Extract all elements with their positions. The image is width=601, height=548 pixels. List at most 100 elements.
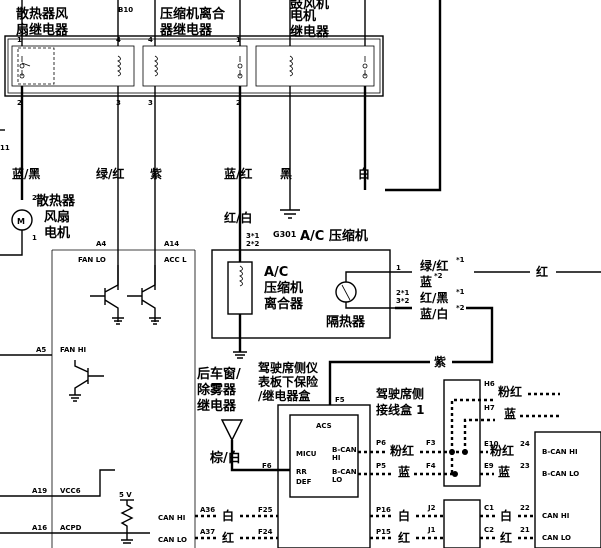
pin-24: 24 bbox=[520, 440, 530, 448]
junction-label-2: 接线盒 1 bbox=[376, 402, 425, 417]
f4: F4 bbox=[426, 462, 436, 470]
pcm-a5: A5 bbox=[36, 346, 46, 354]
ground-label: G301 bbox=[273, 230, 297, 239]
wire-white-2: 白 bbox=[222, 508, 234, 523]
micu-acs: ACS bbox=[316, 422, 332, 430]
fan-motor bbox=[0, 209, 33, 256]
transistor-acc-l bbox=[127, 265, 161, 325]
compressor-label: A/C 压缩机 bbox=[300, 228, 368, 244]
fan-motor-label-2: 风扇 bbox=[44, 209, 70, 225]
j1: J1 bbox=[427, 526, 436, 534]
micu-def: DEF bbox=[296, 478, 312, 486]
transistor-fan-hi bbox=[69, 360, 104, 402]
wire-blue-a: 蓝 bbox=[420, 274, 432, 289]
pcm-fan-lo: FAN LO bbox=[78, 256, 106, 264]
pcm-vcc6: VCC6 bbox=[60, 487, 81, 495]
micu-bcan-lo-1: B-CAN bbox=[332, 468, 357, 476]
blower-relay-label-2: 电机 bbox=[290, 8, 316, 24]
wire-pink-red-2: 粉红 bbox=[498, 384, 522, 399]
micu-box bbox=[289, 414, 359, 498]
fan-relay-label-2: 扇继电器 bbox=[16, 22, 69, 38]
transistor-fan-lo bbox=[90, 265, 124, 325]
wire-pink-red-1: 粉红 bbox=[390, 443, 414, 458]
wire-blue-white: 蓝/白 bbox=[420, 306, 448, 321]
pin-4-b: 4 bbox=[148, 36, 153, 44]
comp-relay-label-1: 压缩机离合 bbox=[160, 6, 226, 22]
motor-pin-2: 2 bbox=[32, 194, 37, 202]
wire-red-4: 红 bbox=[500, 530, 512, 545]
sup-2-a: *2 bbox=[434, 272, 443, 280]
comp-pin-3-sup: 3*2 bbox=[396, 297, 410, 305]
pull-up-resistor bbox=[120, 499, 134, 533]
wire-blue-red: 蓝/红 bbox=[224, 166, 252, 181]
wire-red-black: 红/黑 bbox=[420, 290, 448, 305]
j2: J2 bbox=[427, 504, 436, 512]
blower-relay bbox=[255, 45, 375, 87]
fan-relay-label-1: 散热器风 bbox=[16, 6, 68, 22]
micu-bcan-lo-2: LO bbox=[332, 476, 342, 484]
wire-red: 红 bbox=[536, 264, 548, 279]
fuse-box-label-1: 驾驶席侧仪 bbox=[257, 360, 319, 375]
micu-f5: F5 bbox=[335, 396, 345, 404]
wire-purple: 紫 bbox=[150, 166, 162, 181]
wire-white-4: 白 bbox=[500, 508, 512, 523]
wire-blue-b: 蓝 bbox=[398, 464, 410, 479]
wire-blue-d: 蓝 bbox=[498, 464, 510, 479]
pcm-pin-11: 11 bbox=[0, 144, 10, 152]
e10: E10 bbox=[484, 440, 499, 448]
clutch-coil-box bbox=[227, 261, 253, 315]
pin-2-sup: 2*2 bbox=[246, 240, 260, 248]
sup-1-b: *1 bbox=[456, 288, 465, 296]
f24: F24 bbox=[258, 528, 273, 536]
pcm-a16: A16 bbox=[32, 524, 47, 532]
motor-symbol: M bbox=[17, 217, 25, 226]
pin-2-b: 2 bbox=[236, 99, 241, 107]
wire-green-red: 绿/红 bbox=[96, 166, 124, 181]
p6: P6 bbox=[376, 439, 386, 447]
junction-label-1: 驾驶席侧 bbox=[375, 386, 424, 401]
pcm-acc-l: ACC L bbox=[164, 256, 187, 264]
clutch-label-3: 离合器 bbox=[264, 296, 304, 312]
pcm-5v: 5 V bbox=[119, 491, 132, 499]
pin-22: 22 bbox=[520, 504, 530, 512]
motor-pin-1: 1 bbox=[32, 234, 37, 242]
thermal-label: 隔热器 bbox=[326, 314, 366, 330]
micu-bcan-hi-2: HI bbox=[332, 454, 340, 462]
wire-red-3: 红 bbox=[398, 530, 410, 545]
wire-purple-2: 紫 bbox=[434, 354, 446, 369]
fan-relay-code: B10 bbox=[118, 6, 133, 14]
pcm-a36: A36 bbox=[200, 506, 215, 514]
compressor-relay bbox=[142, 45, 248, 87]
sup-1-a: *1 bbox=[456, 256, 465, 264]
p15: P15 bbox=[376, 528, 391, 536]
pcm-a19: A19 bbox=[32, 487, 47, 495]
micu-label: MICU bbox=[296, 450, 317, 458]
wire-red-white: 红/白 bbox=[224, 210, 252, 225]
micu-rr: RR bbox=[296, 468, 307, 476]
fuse-relay-box bbox=[277, 404, 371, 548]
relay-box-group bbox=[4, 35, 384, 97]
defog-relay-label-1: 后车窗/ bbox=[197, 366, 241, 382]
pin-23: 23 bbox=[520, 462, 530, 470]
comp-pin-1: 1 bbox=[396, 264, 401, 272]
clutch-label-1: A/C bbox=[264, 265, 288, 280]
pcm-a14: A14 bbox=[164, 240, 179, 248]
pin-3-sup: 3*1 bbox=[246, 232, 260, 240]
compressor-box bbox=[211, 249, 391, 339]
fan-motor-label-1: 散热器 bbox=[36, 193, 76, 209]
right-module bbox=[534, 431, 601, 548]
fan-relay bbox=[11, 45, 135, 87]
pcm-fan-hi: FAN HI bbox=[60, 346, 86, 354]
pcm-can-lo: CAN LO bbox=[158, 536, 187, 544]
wire-red-2: 红 bbox=[222, 530, 234, 545]
wire-blue-black: 蓝/黑 bbox=[12, 166, 40, 181]
fuse-box-label-2: 表板下保险 bbox=[257, 374, 319, 389]
junction-box bbox=[443, 379, 481, 487]
wire-black: 黑 bbox=[280, 167, 292, 181]
comp-relay-label-2: 器继电器 bbox=[159, 22, 213, 38]
wire-blue-c: 蓝 bbox=[504, 406, 516, 421]
wire-white: 白 bbox=[358, 166, 370, 181]
c1: C1 bbox=[484, 504, 494, 512]
pin-1-a: 1 bbox=[17, 36, 22, 44]
ground-symbol bbox=[280, 209, 300, 219]
